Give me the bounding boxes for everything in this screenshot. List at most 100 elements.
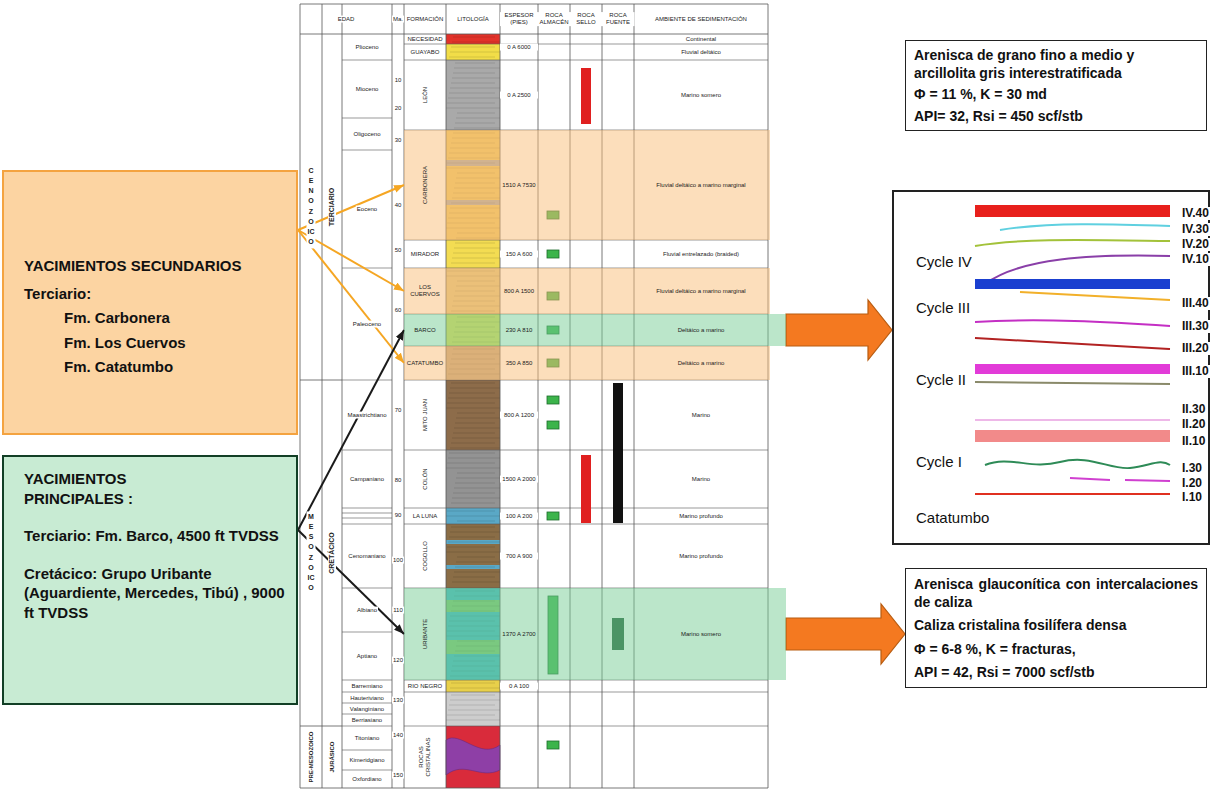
formation-name: COLÓN: [422, 467, 429, 490]
lithology-texture: [448, 458, 500, 459]
thickness-value: 800 A 1200: [500, 412, 538, 419]
lithology-texture: [455, 243, 495, 244]
era-name: CENOZOICO: [307, 165, 316, 248]
band-text: Fluvial deltáico a marino marginal: [637, 288, 765, 295]
formation-band: LOS CUERVOS800 A 1500Fluvial deltáico a …: [404, 268, 770, 314]
lithology-layer: [446, 738, 500, 775]
lithology-layer: [446, 380, 500, 450]
lithology-texture: [454, 488, 500, 489]
epoch-name: Kimeridgiano: [348, 757, 385, 764]
property-box: Arenisca de grano fino a medio y arcillo…: [905, 40, 1207, 131]
box-text: Arenisca glauconítica con intercalacione…: [914, 575, 1198, 611]
lithology-layer: [446, 692, 500, 726]
cycle-surface: [975, 338, 1170, 349]
grid-line: [342, 118, 392, 119]
age-tick: 70: [394, 407, 403, 414]
cycle-label: I.10: [1180, 491, 1204, 504]
grid-line: [342, 703, 392, 704]
lithology-texture: [450, 388, 500, 389]
thickness-value: 150 A 600: [500, 251, 538, 258]
lithology-texture: [457, 113, 495, 114]
cycle-surface: [985, 460, 1170, 468]
band-text: 1510 A 7530: [501, 182, 537, 189]
grid-line: [342, 4, 343, 788]
lithology-layer: [446, 524, 500, 588]
lithology-texture: [451, 683, 495, 684]
box-text: Caliza cristalina fosilífera densa: [914, 616, 1198, 634]
reservoir-marker: [547, 512, 559, 520]
age-tick: 110: [392, 607, 404, 614]
formation-name: COGOLLO: [422, 540, 429, 572]
cycle-boundary: [975, 364, 1170, 374]
column-header: ROCA ALMACÉN: [538, 12, 571, 26]
environment-label: Fluvial entrelazado (braided): [636, 251, 766, 258]
reservoir-group-box: YACIMIENTOS PRINCIPALES :Terciario: Fm. …: [2, 455, 298, 705]
grid-line: [342, 524, 392, 525]
lithology-texture: [446, 552, 500, 553]
lithology-texture: [456, 418, 500, 419]
lithology-texture: [449, 453, 495, 454]
lithology-texture: [451, 695, 495, 696]
lithology-texture: [449, 705, 495, 706]
grid-line: [342, 726, 392, 727]
grid-line: [342, 770, 392, 771]
box-text: Arenisca de grano fino a medio y arcillo…: [914, 46, 1198, 82]
environment-label: Marino somero: [636, 92, 766, 99]
lithology-texture: [448, 98, 500, 99]
cycle-label: Cycle I: [914, 454, 964, 471]
lithology-texture: [450, 700, 500, 701]
formation-name: MITO JUAN: [422, 398, 429, 432]
formation-name: GUAYABO: [410, 49, 441, 56]
grid-line: [342, 150, 392, 151]
age-tick: 90: [394, 512, 403, 519]
lithology-texture: [451, 263, 495, 264]
cycle-label: Cycle IV: [914, 254, 974, 271]
seal-marker: [581, 68, 591, 124]
reservoir-marker: [547, 396, 559, 404]
lithology-texture: [446, 468, 500, 469]
lithology-texture: [454, 248, 500, 249]
box-text: YACIMIENTOS PRINCIPALES :: [24, 469, 174, 508]
cycle-surface: [975, 419, 1170, 421]
lithology-texture: [446, 516, 500, 517]
cycle-surface: [1020, 292, 1170, 300]
lithology-texture: [450, 52, 500, 53]
epoch-name: Albiano: [356, 607, 378, 614]
column-header: EDAD: [337, 16, 356, 23]
grid-line: [342, 450, 392, 451]
cycle-label: IV.10: [1180, 253, 1211, 266]
lithology-texture: [448, 710, 500, 711]
cycle-label: IV.30: [1180, 223, 1211, 236]
box-text: Terciario:: [24, 284, 280, 304]
box-text: Φ = 11 %, K = 30 md: [914, 85, 1198, 103]
grid-line: [342, 508, 392, 509]
property-box: Arenisca glauconítica con intercalacione…: [905, 568, 1207, 688]
box-text: Fm. Catatumbo: [64, 357, 280, 377]
lithology-texture: [449, 57, 495, 58]
lithology-texture: [451, 527, 495, 528]
lithology-texture: [453, 73, 495, 74]
thickness-value: 0 A 100: [500, 683, 538, 690]
grid-line: [392, 4, 393, 788]
cycle-boundary: [975, 279, 1170, 289]
grid-line: [404, 450, 768, 451]
epoch-name: Maastrichtiano: [346, 412, 387, 419]
grid-line: [342, 513, 392, 514]
lithology-texture: [457, 557, 495, 558]
grid-line: [404, 60, 768, 61]
grid-line: [342, 750, 392, 751]
box-text: API = 42, Rsi = 7000 scf/stb: [914, 663, 1198, 681]
lithology-texture: [456, 562, 500, 563]
grid-line: [322, 4, 323, 788]
box-text: Fm. Los Cuervos: [64, 333, 280, 353]
formation-band: BARCO230 A 810Deltáico a marino: [404, 314, 786, 346]
lithology-texture: [451, 383, 495, 384]
grid-line: [404, 524, 768, 525]
reservoir-marker: [547, 250, 559, 258]
lithology-texture: [446, 108, 500, 109]
cycle-surface: [975, 382, 1170, 384]
lithology-texture: [449, 93, 495, 94]
lithology-texture: [447, 511, 495, 512]
grid-line: [342, 680, 392, 681]
lithology-texture: [452, 258, 500, 259]
